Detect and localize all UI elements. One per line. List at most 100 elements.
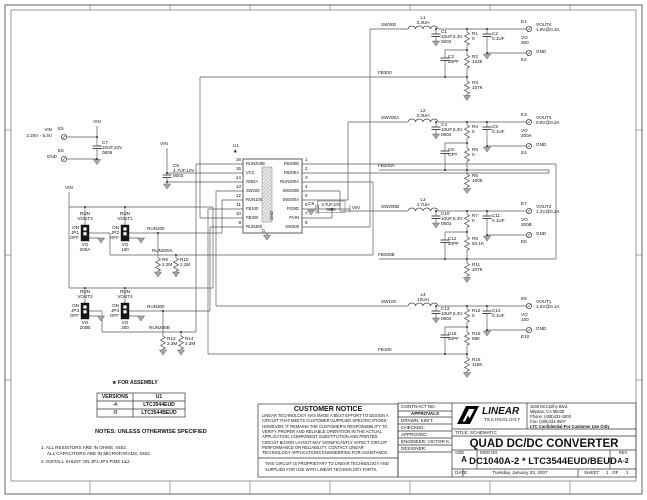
wires-layer	[67, 28, 557, 355]
schematic-title: QUAD DC/DC CONVERTER	[469, 437, 619, 450]
note-1b: ALL CAPACITORS ARE IN MICROFARADS, 0402.	[47, 450, 152, 456]
vin2-net-flag: VIN	[65, 185, 73, 190]
r14-ref: R14	[185, 336, 194, 341]
c7-value: 10UF,10V	[102, 145, 123, 150]
dwg-number: DC1040A-2 * LTC3544EUD/BEUD	[469, 456, 617, 467]
r13-value: 2.2M	[167, 341, 178, 346]
addr-line-1: 1630 McCarthy Blvd.	[530, 403, 568, 409]
linear-technology-logo-icon	[457, 406, 479, 424]
title-label: TITLE: SCHEMATIC	[455, 429, 497, 435]
c9-vin-flag: VIN	[352, 205, 360, 210]
c9-value-box	[317, 200, 346, 213]
ic-symbol	[242, 158, 303, 234]
jp4-jumper	[120, 302, 130, 320]
assembly-note: ★ FOR ASSEMBLY	[112, 380, 158, 386]
drawn-label: DRAWN: KIM T.	[401, 417, 434, 423]
u1-header: U1	[155, 394, 163, 400]
note-2: 2. INSTALL SHUNT ON JP1-JP4 PINS 1&2.	[41, 459, 131, 464]
inductor-ref: L1	[420, 15, 426, 20]
notice-footer-1: THIS CIRCUIT IS PROPRIETARY TO LINEAR TE…	[265, 461, 389, 466]
title-block-grid	[257, 402, 637, 478]
turret-e5-label: E5	[58, 126, 64, 131]
designer-label: DESIGNER:	[401, 445, 427, 451]
checked-label: CHECKED:	[401, 424, 425, 430]
sheet-of-label: OF	[612, 469, 619, 475]
c8-capacitor	[162, 174, 172, 178]
c7-ref: C7	[102, 140, 108, 145]
versions-header: VERSIONS	[101, 394, 129, 400]
date-label: DATE:	[455, 469, 469, 475]
jp3-jumper	[80, 302, 90, 320]
symbols-layer	[61, 133, 334, 356]
vin-range-label: VIN	[44, 127, 52, 132]
addr-line-3: Phone: (408)432-1900	[530, 413, 571, 419]
jp2-jumper	[120, 224, 130, 242]
confidential-note: LTC Confidential-For Customer Use Only	[530, 423, 610, 429]
ic-pad-label: GND	[269, 210, 274, 220]
r14-value: 2.2M	[185, 341, 196, 346]
note-1a: 1. ALL RESISTORS ARE IN OHMS, 0402.	[41, 445, 128, 450]
notice-heading: CUSTOMER NOTICE	[293, 405, 363, 413]
net-sw: SW300	[381, 22, 397, 27]
inductor-value: 3.3UH	[416, 20, 430, 25]
notice-footer-2: SUPPLIED FOR USE WITH LINEAR TECHNOLOGY …	[265, 466, 378, 472]
addr-line-4: Fax: (408)434-0507	[530, 418, 566, 424]
c8-size: 0603	[173, 173, 184, 178]
gnd-input-label: GND	[46, 154, 57, 159]
r10-resistor	[173, 257, 179, 272]
net-run200a: RUN200A	[152, 248, 173, 253]
r9-resistor	[155, 257, 161, 272]
turret-e5	[61, 133, 67, 141]
vout-spec: 1.8V@0.3A	[536, 27, 560, 32]
c7-capacitor	[92, 145, 102, 149]
ic-assembly-star: ★	[233, 149, 238, 155]
page-frame	[4, 4, 643, 495]
net-run300: RUN300	[147, 304, 165, 309]
addr-line-2: Milpitas, CA 95035	[530, 408, 565, 414]
sheet-number: 1	[606, 469, 609, 475]
net-fb: FB300	[378, 70, 392, 75]
engineer-label: ENGINEER: VICTOR K.	[401, 438, 451, 444]
sheet-total: 1	[626, 469, 629, 475]
date-value: Tuesday, January 23, 2007	[492, 469, 548, 475]
r13-ref: R13	[167, 336, 176, 341]
net-run100: RUN100	[147, 226, 165, 231]
rev-value: A-2	[617, 457, 629, 465]
c9-ref: C9	[308, 201, 314, 206]
r10-value: 2.2M	[180, 262, 191, 267]
logo-linear-text: LINEAR	[482, 406, 520, 417]
contract-label: CONTRACT NO.	[401, 404, 436, 409]
r14-resistor	[178, 335, 184, 350]
c8-value: 4.7UF,10V	[173, 168, 195, 173]
turret-out: E1	[521, 19, 527, 24]
size-value: A	[461, 455, 467, 464]
turret-e6-label: E6	[58, 148, 64, 153]
dwg-label: DWG NO.	[480, 450, 499, 455]
approved-label: APPROVED:	[401, 431, 428, 437]
logo-technology-text: TECHNOLOGY	[484, 417, 521, 422]
r13-resistor	[160, 335, 166, 350]
c9-value: 4.7UF,10V	[321, 201, 341, 207]
c8-ref: C8	[173, 163, 179, 168]
ic-ref: U1	[233, 143, 239, 148]
c8-vin-flag: VIN	[160, 141, 168, 146]
net-run200b: RUN200B	[149, 325, 170, 330]
r9-ref: R9	[162, 257, 168, 262]
turret-e6	[61, 155, 67, 163]
sheet-label: SHEET	[584, 469, 600, 475]
vout-name: VOUT4	[536, 22, 552, 27]
notes-heading: NOTES: UNLESS OTHERWISE SPECIFIED	[95, 429, 207, 435]
vin-net-flag: VIN	[93, 119, 101, 124]
jp1-jumper	[80, 224, 90, 242]
versions-table-grid	[96, 392, 186, 418]
ic-pad-pin: 17	[261, 228, 266, 233]
c9-size: 0603	[326, 206, 336, 212]
r10-ref: R10	[180, 257, 189, 262]
vin-range-value: 2.25V - 5.5V	[26, 133, 52, 138]
rev-label: REV	[619, 450, 628, 455]
r9-value: 2.2M	[162, 262, 173, 267]
approvals-label: APPROVALS	[410, 410, 440, 416]
c7-size: 0805	[102, 150, 113, 155]
